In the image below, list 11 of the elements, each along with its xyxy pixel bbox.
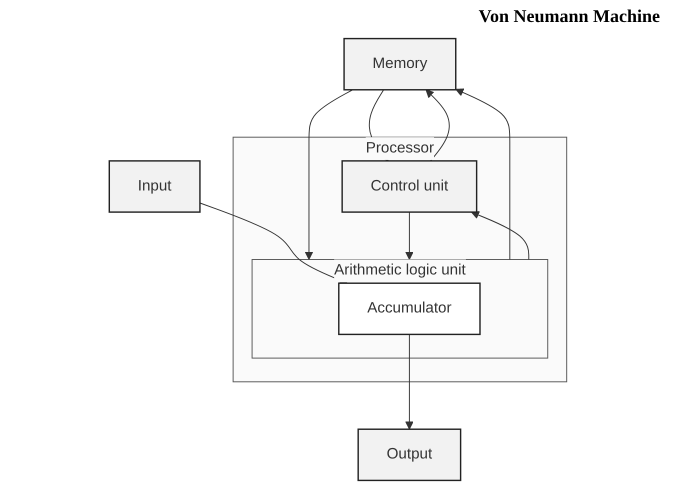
diagram-title: Von Neumann Machine bbox=[478, 6, 660, 27]
node-box: Output bbox=[357, 428, 462, 482]
arrow bbox=[471, 211, 530, 260]
arrow bbox=[405, 334, 414, 430]
arrow bbox=[304, 89, 354, 260]
node-box: Input bbox=[108, 160, 201, 213]
node-box: Accumulator bbox=[338, 282, 481, 336]
arrow bbox=[405, 212, 414, 260]
node-box: Control unit bbox=[341, 160, 478, 213]
node-box: Memory bbox=[343, 38, 456, 90]
arrow bbox=[455, 88, 510, 260]
